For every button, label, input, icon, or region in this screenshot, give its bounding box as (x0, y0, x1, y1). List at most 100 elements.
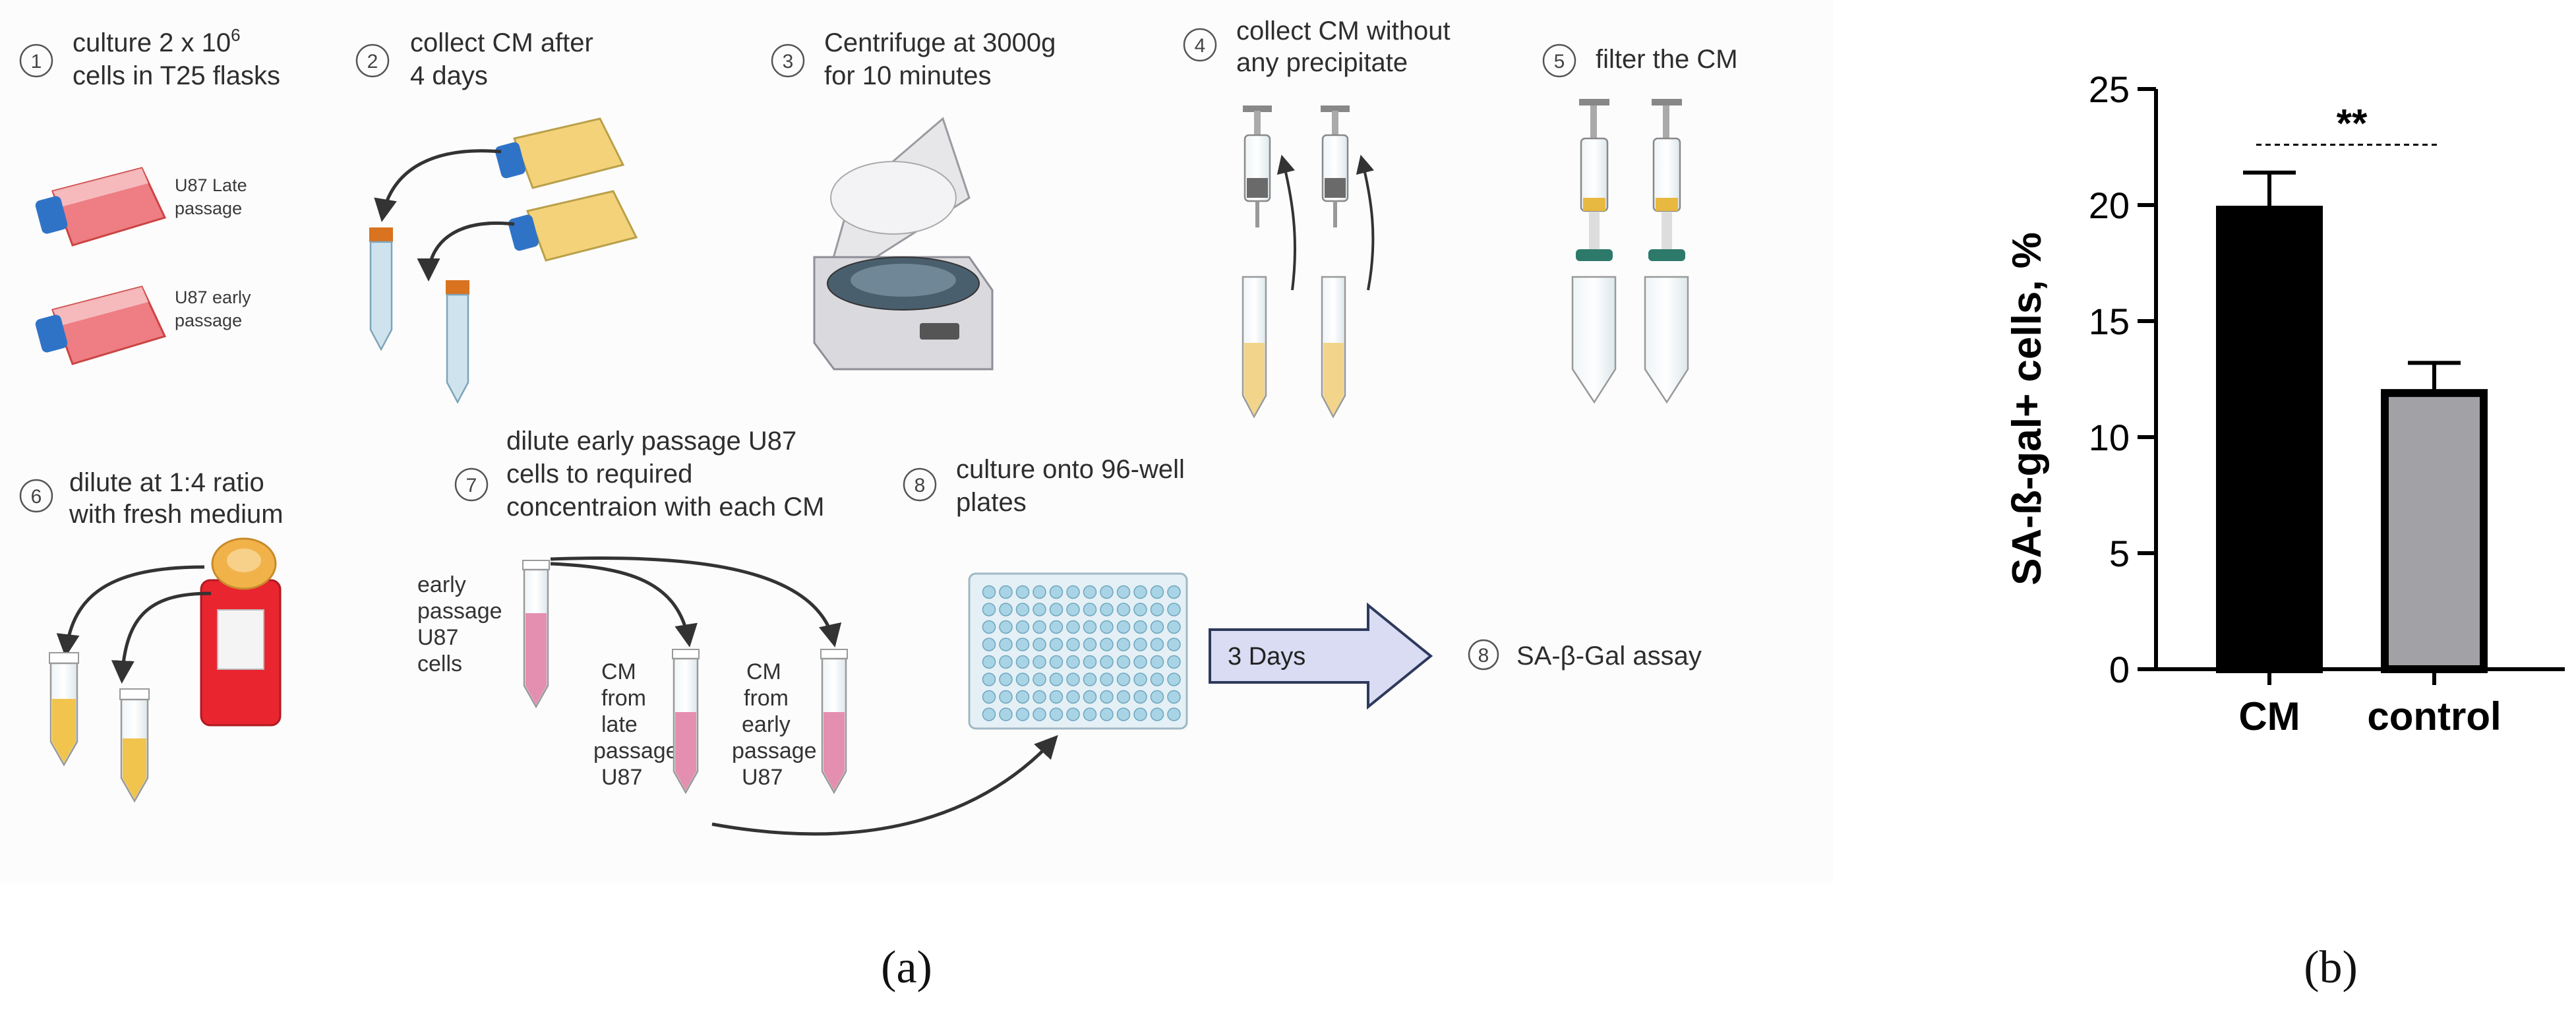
tube-pink (672, 649, 700, 794)
well (1133, 707, 1147, 721)
flask-label-early-2: passage (175, 311, 242, 330)
step-number: 2 (367, 51, 378, 73)
step-number: 7 (466, 475, 477, 496)
arrow-icon (56, 565, 205, 657)
well (1133, 603, 1147, 616)
centrifuge-icon (813, 117, 994, 371)
step-text-line2: 4 days (410, 61, 488, 90)
flask-late-passage (35, 167, 167, 247)
step-4: 4 collect CM without any precipitate (1183, 16, 1451, 419)
step-text-line2: plates (956, 488, 1027, 517)
tube-label-cm-late-0: CM (601, 659, 636, 684)
well (1015, 672, 1030, 686)
tube-label-cm-late-4: U87 (601, 765, 642, 790)
step-text-line1: collect CM without (1236, 16, 1451, 45)
significance: ** (2256, 101, 2441, 146)
well (1116, 585, 1131, 599)
panel-label-a: (a) (881, 942, 932, 993)
well (1167, 655, 1181, 669)
well (1100, 638, 1114, 651)
filter-syringe-icon (1571, 99, 1617, 404)
step-text-line2: any precipitate (1236, 48, 1408, 77)
tube-pink (522, 560, 550, 709)
well (999, 585, 1013, 599)
well (1100, 690, 1114, 704)
step-number: 5 (1554, 51, 1565, 73)
well (1083, 690, 1097, 704)
tube-label-cm-early-1: from (744, 686, 789, 711)
flask-label-late-2: passage (175, 198, 242, 218)
filter-syringe-icon (1644, 99, 1689, 404)
well (1150, 638, 1164, 651)
well (982, 655, 996, 669)
arrow-icon (711, 734, 1058, 836)
well (1015, 707, 1030, 721)
panel-label-b: (b) (2304, 942, 2358, 993)
well (1033, 707, 1046, 721)
well (999, 638, 1013, 651)
well (1066, 707, 1080, 721)
well (1167, 585, 1181, 599)
tube-conical (446, 280, 469, 404)
well (1066, 655, 1080, 669)
well (1049, 707, 1063, 721)
step-number: 8 (914, 475, 926, 496)
well (1133, 638, 1147, 651)
step-text-line2: for 10 minutes (824, 61, 991, 90)
arrow-icon (550, 556, 842, 647)
well (1049, 603, 1063, 616)
well (1167, 603, 1181, 616)
well (1015, 585, 1030, 599)
significance-stars: ** (2337, 101, 2368, 145)
bar-control (2381, 389, 2488, 673)
flask-label-late-1: U87 Late (175, 175, 247, 195)
well (1100, 585, 1114, 599)
bar-cm (2216, 206, 2323, 674)
well (1033, 690, 1046, 704)
well (1116, 638, 1131, 651)
arrow-icon (1276, 154, 1297, 291)
well (1116, 620, 1131, 634)
tube-yellow (49, 652, 79, 767)
tube-label-early-0: early (417, 572, 466, 597)
well (1015, 603, 1030, 616)
well (982, 603, 996, 616)
three-days-label: 3 Days (1228, 643, 1305, 671)
well (1083, 707, 1097, 721)
well (1033, 638, 1046, 651)
step-text-line1: culture 2 x 106 (73, 25, 241, 57)
well (999, 655, 1013, 669)
well (1049, 690, 1063, 704)
well (1066, 585, 1080, 599)
flask-early-passage (35, 285, 167, 365)
flask-yellow-2 (508, 190, 638, 262)
y-tick-label: 25 (2089, 69, 2130, 110)
well (1083, 655, 1097, 669)
well (1033, 603, 1046, 616)
y-tick-label: 0 (2109, 649, 2130, 690)
well (1033, 620, 1046, 634)
tube-label-cm-early-2: early (742, 712, 791, 737)
tube-yellow (119, 688, 150, 803)
step-7: 7 dilute early passage U87 cells to requ… (417, 427, 1058, 836)
step-number: 8 (1478, 645, 1489, 667)
well (1049, 585, 1063, 599)
well (1167, 707, 1181, 721)
well (999, 672, 1013, 686)
well (982, 707, 996, 721)
well (1015, 655, 1030, 669)
well (1150, 707, 1164, 721)
step-text-line2: with fresh medium (69, 500, 284, 529)
y-axis-title: SA-ß-gal+ cells, % (2004, 232, 2050, 585)
well (999, 620, 1013, 634)
step-number: 3 (783, 51, 794, 73)
well (1100, 655, 1114, 669)
well (1150, 672, 1164, 686)
well (999, 603, 1013, 616)
tube-conical (369, 227, 393, 351)
y-tick-label: 5 (2109, 533, 2130, 574)
well (1150, 603, 1164, 616)
